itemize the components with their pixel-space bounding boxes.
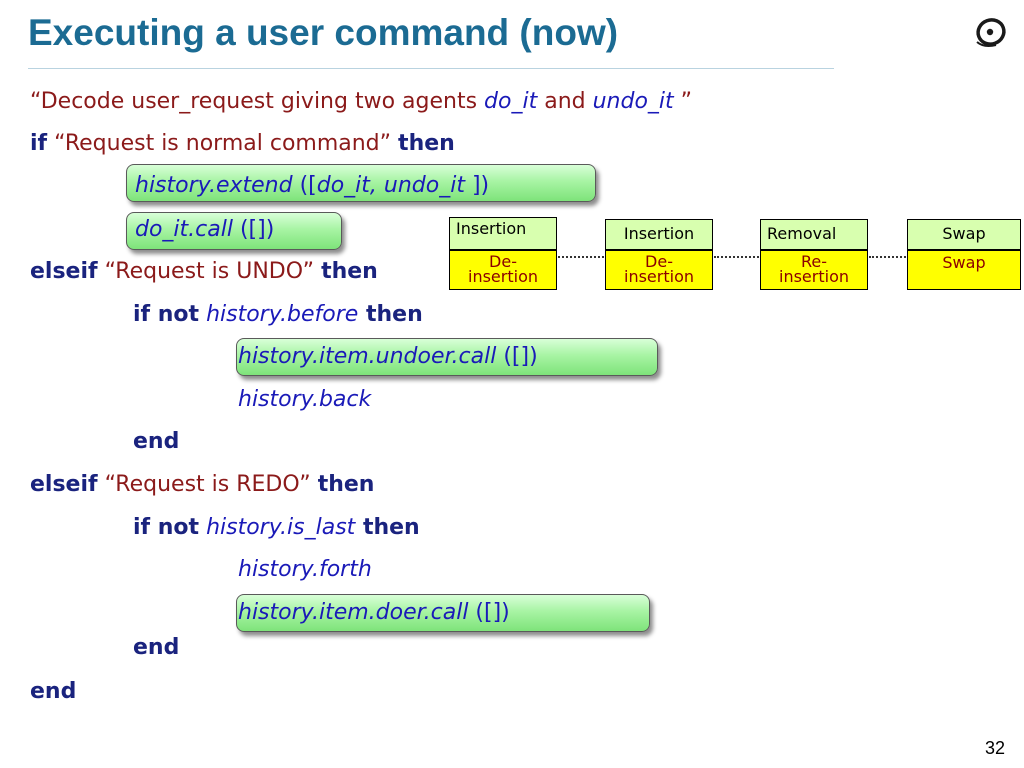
history-cell-bottom: De- insertion	[605, 250, 713, 290]
history-cell-bottom-line1: Swap	[942, 253, 986, 272]
code-keyword: elseif	[30, 259, 98, 284]
code-string: and	[537, 89, 593, 114]
code-line-3: history.extend ([do_it, undo_it ])	[135, 170, 489, 202]
history-cell-bottom-line1: Re-	[800, 252, 827, 271]
code-line-2: if “Request is normal command” then	[30, 128, 455, 160]
code-string: ”	[673, 89, 693, 114]
code-punctuation: ([])	[468, 600, 510, 625]
code-line-6: if not history.before then	[133, 299, 423, 331]
code-keyword: if	[30, 131, 48, 156]
code-identifier: history.item.doer.call	[238, 600, 469, 625]
history-cell-top: Insertion	[605, 219, 713, 250]
code-keyword: if not	[133, 302, 200, 327]
code-keyword: then	[317, 472, 375, 497]
code-keyword: end	[30, 679, 77, 704]
code-string: “Request is UNDO”	[97, 259, 322, 284]
history-cell-bottom: De- insertion	[449, 250, 557, 290]
highlight-history-extend	[126, 164, 596, 202]
history-cell-bottom-line2: insertion	[468, 267, 538, 286]
history-cell-bottom-line1: De-	[645, 252, 673, 271]
history-cell-bottom: Swap	[907, 250, 1021, 290]
code-identifier: history.before	[199, 302, 359, 327]
code-line-9: end	[133, 426, 179, 458]
code-line-1: “Decode user_request giving two agents d…	[30, 86, 692, 118]
code-string: “Request is normal command”	[47, 131, 399, 156]
code-keyword: then	[398, 131, 455, 156]
code-line-4: do_it.call ([])	[135, 214, 274, 246]
code-keyword: if not	[133, 515, 200, 540]
history-connector	[558, 256, 604, 258]
code-identifier: do_it.call	[135, 217, 233, 242]
history-cell-top: Removal	[760, 219, 868, 250]
code-punctuation: ([	[292, 173, 317, 198]
code-line-5: elseif “Request is UNDO” then	[30, 256, 378, 288]
code-punctuation: ([])	[232, 217, 275, 242]
code-line-13: history.item.doer.call ([])	[238, 597, 510, 629]
code-identifier: history.is_last	[199, 515, 356, 540]
history-cell-bottom-line2: insertion	[779, 267, 849, 286]
code-identifier: history.extend	[135, 173, 293, 198]
page-number: 32	[985, 738, 1006, 758]
code-line-15: end	[30, 676, 76, 708]
code-identifier: history.item.undoer.call	[238, 344, 497, 369]
code-line-10: elseif “Request is REDO” then	[30, 469, 374, 501]
highlight-do-it-call	[126, 212, 342, 250]
eiffel-logo-icon	[976, 18, 1006, 47]
highlight-undoer-call	[236, 338, 658, 376]
code-punctuation: ])	[464, 173, 490, 198]
code-keyword: end	[133, 429, 180, 454]
history-connector	[714, 256, 759, 258]
history-cell-top: Insertion	[449, 217, 557, 250]
highlight-doer-call	[236, 594, 650, 632]
code-identifier: do_it, undo_it	[316, 173, 465, 198]
code-line-8: history.back	[238, 384, 371, 416]
code-line-14: end	[133, 632, 179, 664]
code-line-7: history.item.undoer.call ([])	[238, 341, 538, 373]
history-cell-top: Swap	[907, 219, 1021, 250]
history-connector	[869, 256, 906, 258]
code-keyword: end	[133, 635, 180, 660]
history-cell-bottom-line1: De-	[489, 252, 517, 271]
code-string: “Decode user_request giving two agents	[30, 89, 485, 114]
code-identifier: do_it	[484, 89, 538, 114]
slide-title: Executing a user command (now)	[28, 12, 619, 53]
code-keyword: then	[358, 302, 423, 327]
code-identifier: history.forth	[238, 557, 372, 582]
code-keyword: then	[321, 259, 378, 284]
history-cell-bottom-line2: insertion	[624, 267, 694, 286]
code-punctuation: ([])	[496, 344, 538, 369]
code-keyword: elseif	[30, 472, 98, 497]
code-identifier: history.back	[238, 387, 372, 412]
code-identifier: undo_it	[592, 89, 674, 114]
history-cell-bottom: Re- insertion	[760, 250, 868, 290]
code-line-11: if not history.is_last then	[133, 512, 420, 544]
code-string: “Request is REDO”	[97, 472, 318, 497]
code-line-12: history.forth	[238, 554, 372, 586]
code-keyword: then	[355, 515, 420, 540]
title-divider	[28, 68, 834, 69]
